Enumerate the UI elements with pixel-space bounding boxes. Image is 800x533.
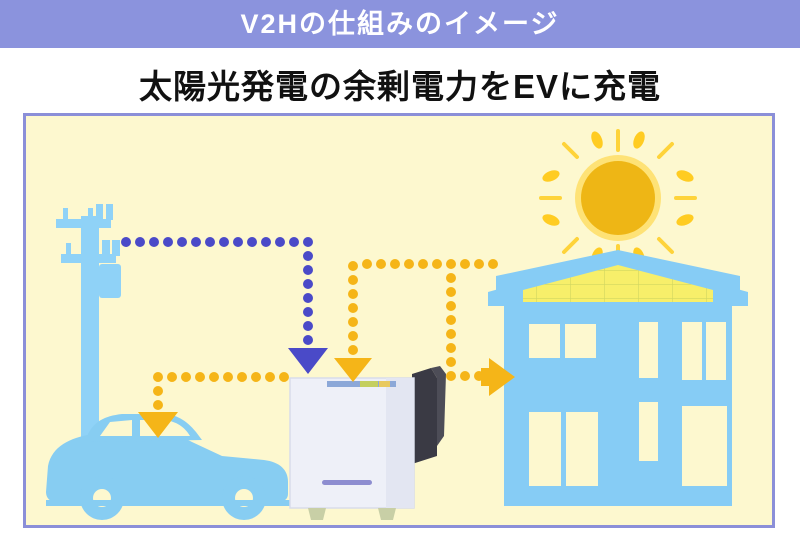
diagram-illustration (46, 129, 748, 520)
flow-solar-to-house (446, 273, 515, 396)
flow-grid-to-v2h (121, 237, 328, 374)
v2h-charger-unit (289, 366, 446, 520)
sun-icon (539, 129, 697, 267)
subtitle: 太陽光発電の余剰電力をEVに充電 (0, 58, 800, 110)
flow-solar-to-v2h (334, 261, 372, 382)
house-icon (488, 250, 748, 506)
header-band: V2Hの仕組みのイメージ (0, 0, 800, 48)
page-title: V2Hの仕組みのイメージ (240, 8, 560, 39)
ev-car-icon (46, 414, 292, 520)
diagram-panel (23, 113, 775, 528)
subtitle-text: 太陽光発電の余剰電力をEVに充電 (138, 68, 662, 105)
flow-solar-ridge (362, 259, 498, 269)
flow-v2h-to-ev (138, 372, 289, 438)
